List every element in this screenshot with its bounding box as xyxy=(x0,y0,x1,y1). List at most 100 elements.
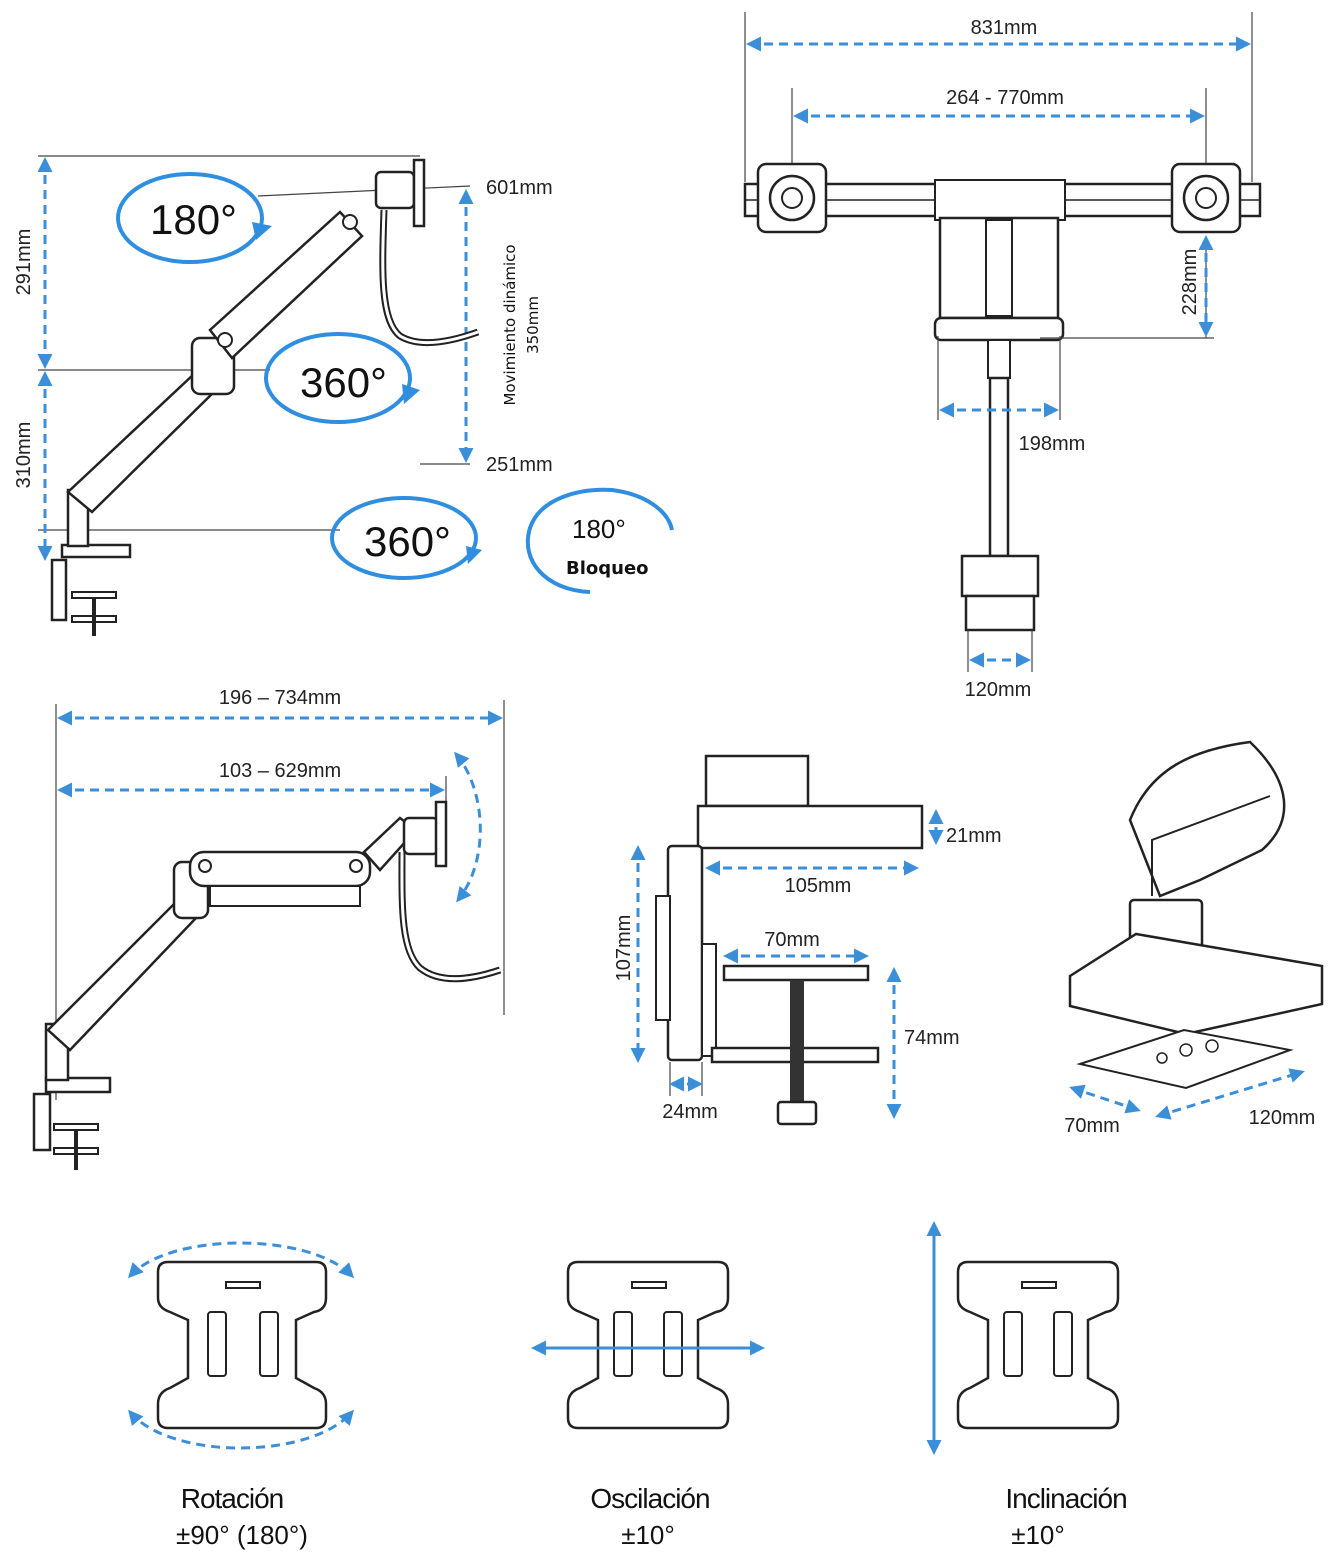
desk-plate xyxy=(44,1076,112,1094)
tilt-name: Inclinación xyxy=(1005,1483,1126,1514)
rotation-top-label: 180° xyxy=(150,196,237,243)
cable xyxy=(398,851,502,983)
top-view: 831mm 264 - 770mm 228mm 198m xyxy=(743,12,1262,701)
clamp-pad xyxy=(655,895,671,1021)
tilt-value: ±10° xyxy=(1011,1520,1065,1550)
base-depth-label: 70mm xyxy=(1064,1115,1120,1137)
vesa-head-left xyxy=(756,162,828,234)
arm-joint xyxy=(987,339,1011,379)
movement-swivel: Oscilación ±10° xyxy=(531,1260,765,1550)
foot-width-label: 70mm xyxy=(764,929,820,951)
upper-arm xyxy=(188,850,372,888)
base-length-label: 120mm xyxy=(1249,1107,1316,1129)
rotation-arrow-icon xyxy=(252,222,272,240)
crossbar-center xyxy=(934,179,1066,221)
movement-tilt: Inclinación ±10° xyxy=(926,1221,1128,1550)
upper-arm xyxy=(208,210,364,360)
vesa-plate-icon xyxy=(956,1260,1120,1430)
arm-column xyxy=(985,219,1013,317)
tilt-head xyxy=(402,816,440,856)
clamp-thickness-label: 24mm xyxy=(662,1101,718,1123)
lower-arm xyxy=(66,372,221,514)
bottom-right-label: 251mm xyxy=(486,454,553,476)
monitor-arm-side xyxy=(50,158,480,636)
arm-pivot xyxy=(198,859,212,873)
rotation-arrow-icon xyxy=(466,546,482,564)
arm-pivot xyxy=(217,332,233,348)
elbow-joint xyxy=(190,336,236,396)
vesa-plate xyxy=(412,158,426,228)
bar-height-label: 228mm xyxy=(1179,249,1201,316)
arm-pivot xyxy=(349,859,363,873)
clamp-screw xyxy=(790,980,804,1104)
side-view: 291mm 310mm 601mm 251mm Movimiento dinám… xyxy=(13,155,674,636)
height-lower-label: 310mm xyxy=(13,422,35,489)
upper-arm-shell xyxy=(209,885,361,907)
rotation-value: ±90° (180°) xyxy=(176,1520,308,1550)
swivel-value: ±10° xyxy=(621,1520,675,1550)
arm-pivot xyxy=(342,214,358,230)
tilt-arc xyxy=(454,751,482,903)
dynamic-motion-label: Movimiento dinámico xyxy=(501,244,519,405)
clamp-body xyxy=(32,1092,52,1152)
lock-angle-label: 180° xyxy=(572,514,626,544)
clamp-top xyxy=(960,554,1040,598)
rotation-name: Rotación xyxy=(181,1483,284,1514)
clamp-arm xyxy=(701,943,717,1057)
clamp-bottom xyxy=(964,594,1036,632)
clamp-jaw xyxy=(53,1123,99,1131)
plate-thickness-label: 21mm xyxy=(946,825,1002,847)
clamp-width-label: 120mm xyxy=(965,679,1032,701)
rotation-arc-top xyxy=(127,1241,355,1279)
vesa-plate-icon xyxy=(156,1260,328,1430)
cable xyxy=(379,209,480,347)
total-width-label: 831mm xyxy=(971,17,1038,39)
vesa-head-right xyxy=(1170,162,1242,234)
max-reach-label: 196 – 734mm xyxy=(219,687,341,709)
clamp-view: 21mm 105mm 107mm 70mm 74mm 24mm xyxy=(613,754,1002,1126)
arm-bracket xyxy=(933,316,1065,342)
plate-depth-label: 105mm xyxy=(785,875,852,897)
screw-knob xyxy=(776,1100,818,1126)
vesa-plate xyxy=(434,800,448,868)
rotation-mid: 360° xyxy=(264,332,420,424)
rotation-bottom: 360° xyxy=(330,496,482,580)
reach-view: 196 – 734mm 103 – 629mm xyxy=(32,687,505,1170)
movement-rotation: Rotación ±90° (180°) xyxy=(127,1241,355,1550)
rotation-top-ring xyxy=(116,172,264,264)
clamp-opening-label: 74mm xyxy=(904,1027,960,1049)
base-view: 70mm 120mm xyxy=(1064,740,1324,1137)
arm-base-block xyxy=(704,754,810,808)
clamp-foot xyxy=(722,964,870,982)
rotation-bottom-label: 360° xyxy=(364,518,451,565)
ext-line xyxy=(257,185,471,197)
clamp-side xyxy=(666,844,704,1062)
base-block xyxy=(1068,932,1324,1036)
rotation-arc-bottom xyxy=(128,1409,354,1450)
vesa-plate-icon xyxy=(566,1260,730,1430)
clamp-jaw xyxy=(71,591,117,599)
rotation-mid-ring xyxy=(264,332,412,424)
lower-arm xyxy=(46,900,198,1052)
rotation-bottom-ring xyxy=(330,496,478,580)
dim-line-base-depth xyxy=(1069,1084,1141,1114)
monitor-arm-reach xyxy=(32,800,502,1170)
clamp-body xyxy=(50,558,68,622)
rotation-top: 180° xyxy=(116,172,272,264)
desk-plate xyxy=(60,543,132,559)
rotation-mid-label: 360° xyxy=(300,359,387,406)
rotation-arrow-icon xyxy=(402,384,420,404)
top-plate xyxy=(696,804,924,850)
clamp-height-label: 107mm xyxy=(613,915,635,982)
dim-line-base-length xyxy=(1155,1068,1305,1120)
base-plate xyxy=(1076,1028,1294,1090)
arm-pole xyxy=(988,376,1010,558)
height-upper-label: 291mm xyxy=(13,229,35,296)
dynamic-motion-value: 350mm xyxy=(524,296,542,354)
tilt-head xyxy=(374,170,416,210)
lock-ring xyxy=(525,487,674,594)
swivel-name: Oscilación xyxy=(590,1483,709,1514)
lock-indicator: 180° Bloqueo xyxy=(525,487,674,594)
